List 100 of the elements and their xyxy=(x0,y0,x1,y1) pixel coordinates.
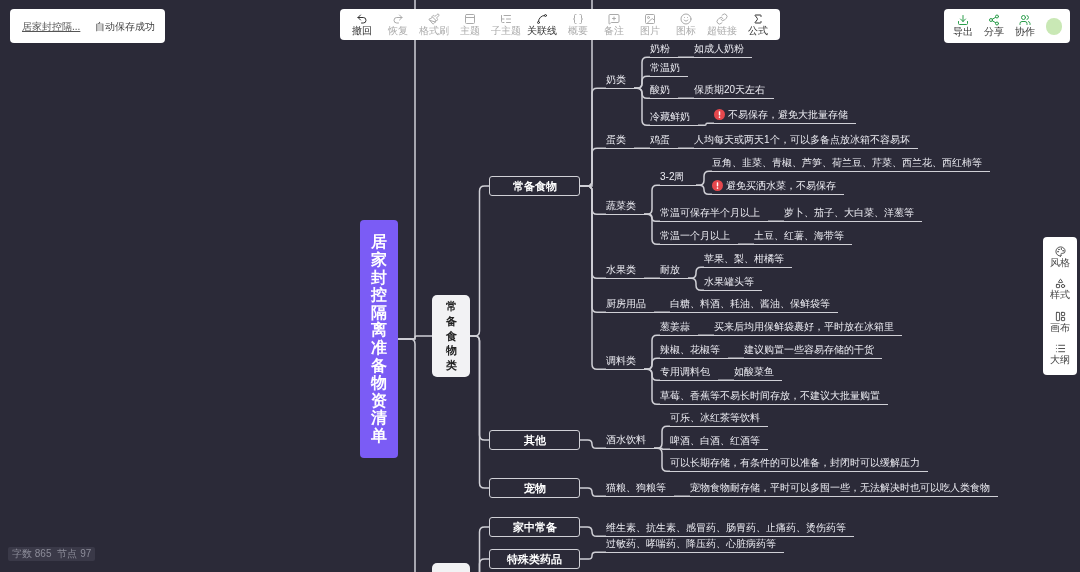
topic-item xyxy=(606,296,654,313)
topic-item xyxy=(606,262,644,279)
topic-item xyxy=(660,319,698,336)
topic-item xyxy=(744,342,882,359)
topic-item xyxy=(714,107,856,124)
connector-line xyxy=(579,487,607,497)
topic-item xyxy=(606,432,654,449)
connector-line xyxy=(727,357,745,359)
connector-line xyxy=(469,335,490,489)
topic-text: 土豆、红薯、海带等 xyxy=(754,228,844,243)
topic-item xyxy=(606,353,644,370)
topic-text: 专用调料包 xyxy=(660,364,710,379)
topic-text: 冷藏鲜奶 xyxy=(650,109,690,124)
toolbar-button: 公式 xyxy=(741,12,775,37)
topic-text: 鸡蛋 xyxy=(650,132,670,147)
topic-item xyxy=(650,132,678,149)
topic-item xyxy=(660,364,718,381)
connector-line xyxy=(579,185,607,370)
topic-box: 宠物 xyxy=(489,478,580,498)
topic-text: 耐放 xyxy=(660,262,680,277)
topic-text: 过敏药、哮喘药、降压药、心脏病药等 xyxy=(606,536,776,551)
topic-text: 维生素、抗生素、感冒药、肠胃药、止痛药、烫伤药等 xyxy=(606,520,846,535)
topic-item xyxy=(650,82,678,99)
topic-item xyxy=(660,228,738,245)
topic-text: 买来后均用保鲜袋裹好，平时放在冰箱里 xyxy=(714,319,894,334)
topic-item xyxy=(606,480,674,497)
topic-text: 可以长期存储，有条件的可以准备，封闭时可以缓解压力 xyxy=(670,455,920,470)
topic-text: 水果罐头等 xyxy=(704,274,754,289)
connector-line xyxy=(673,495,691,497)
topic-text: 蛋类 xyxy=(606,132,626,147)
topic-text: 避免买洒水菜，不易保存 xyxy=(726,178,836,193)
toolbar-button: 概要 xyxy=(561,12,595,37)
topic-text: 猫粮、狗粮等 xyxy=(606,480,666,495)
toolbar-button: 关联线 xyxy=(525,12,559,37)
topic-text: 水果类 xyxy=(606,262,636,277)
word-count-text: 字数 865 xyxy=(12,548,52,560)
connector-line xyxy=(579,551,607,560)
topic-box: 其他 xyxy=(489,430,580,450)
topic-item xyxy=(784,205,922,222)
topic-item xyxy=(704,274,762,291)
connector-line xyxy=(677,56,695,58)
topic-item xyxy=(660,342,728,359)
action-button: 协作 xyxy=(1013,14,1036,38)
topic-text: 葱姜蒜 xyxy=(660,319,690,334)
topic-text: 草莓、香蕉等不易长时间存放，不建议大批量购置 xyxy=(660,388,880,403)
save-status-text: 自动保存成功 xyxy=(95,19,156,34)
topic-item xyxy=(712,178,844,195)
topic-text: 奶类 xyxy=(606,72,626,87)
topic-text: 厨房用品 xyxy=(606,296,646,311)
connector-line xyxy=(397,0,416,340)
connector-line xyxy=(697,122,715,126)
connector-line xyxy=(767,220,785,222)
topic-text: 苹果、梨、柑橘等 xyxy=(704,251,784,266)
topic-text: 辣椒、花椒等 xyxy=(660,342,720,357)
action-button: 分享 xyxy=(982,14,1006,38)
topic-text: 蔬菜类 xyxy=(606,198,636,213)
toolbar-button: 图片 xyxy=(633,12,667,37)
connector-line xyxy=(697,334,715,336)
side-button: 风格 xyxy=(1050,245,1070,269)
topic-text: 酒水饮料 xyxy=(606,432,646,447)
root-topic-box: 居家封控隔离准备物资清单 xyxy=(360,220,398,458)
connector-line xyxy=(653,311,671,313)
side-button: 画布 xyxy=(1050,310,1070,334)
connector-line xyxy=(737,243,755,245)
topic-item xyxy=(734,364,782,381)
action-button: 导出 xyxy=(952,14,975,38)
topic-text: 啤酒、白酒、红酒等 xyxy=(670,433,760,448)
topic-item xyxy=(606,132,634,149)
connector-line xyxy=(687,277,705,291)
topic-text: 宠物食物耐存储，平时可以多囤一些，无法解决时也可以吃人类食物 xyxy=(690,480,990,495)
side-button: 大纲 xyxy=(1050,343,1070,367)
connector-line xyxy=(633,147,651,149)
topic-text: 不易保存，避免大批量存储 xyxy=(728,107,848,122)
topic-text: 奶粉 xyxy=(650,41,670,56)
connector-line xyxy=(653,447,671,472)
topic-item xyxy=(694,41,752,58)
topic-text: 可乐、冰红茶等饮料 xyxy=(670,410,760,425)
connector-line xyxy=(643,213,661,245)
connector-line xyxy=(695,184,713,195)
topic-text: 3-2周 xyxy=(660,169,685,184)
connector-line xyxy=(633,87,651,126)
connector-line xyxy=(717,379,735,381)
topic-item xyxy=(670,410,768,427)
topic-item xyxy=(650,60,688,77)
topic-item xyxy=(670,433,768,450)
toolbar-button: 主题 xyxy=(453,12,487,37)
toolbar-button: 撤回 xyxy=(345,12,379,37)
toolbar-button: 图标 xyxy=(669,12,703,37)
toolbar-button: 恢复 xyxy=(381,12,415,37)
toolbar-button: 子主题 xyxy=(489,12,523,37)
topic-box: 常备食物 xyxy=(489,176,580,196)
topic-text: 酸奶 xyxy=(650,82,670,97)
toolbar-button: 超链接 xyxy=(705,12,739,37)
toolbar-button: 格式刷 xyxy=(417,12,451,37)
topic-item xyxy=(660,262,688,279)
topic-item xyxy=(650,41,678,58)
connector-line xyxy=(677,147,695,149)
connector-line xyxy=(677,97,695,99)
topic-item xyxy=(606,72,634,89)
topic-text: 常温一个月以上 xyxy=(660,228,730,243)
